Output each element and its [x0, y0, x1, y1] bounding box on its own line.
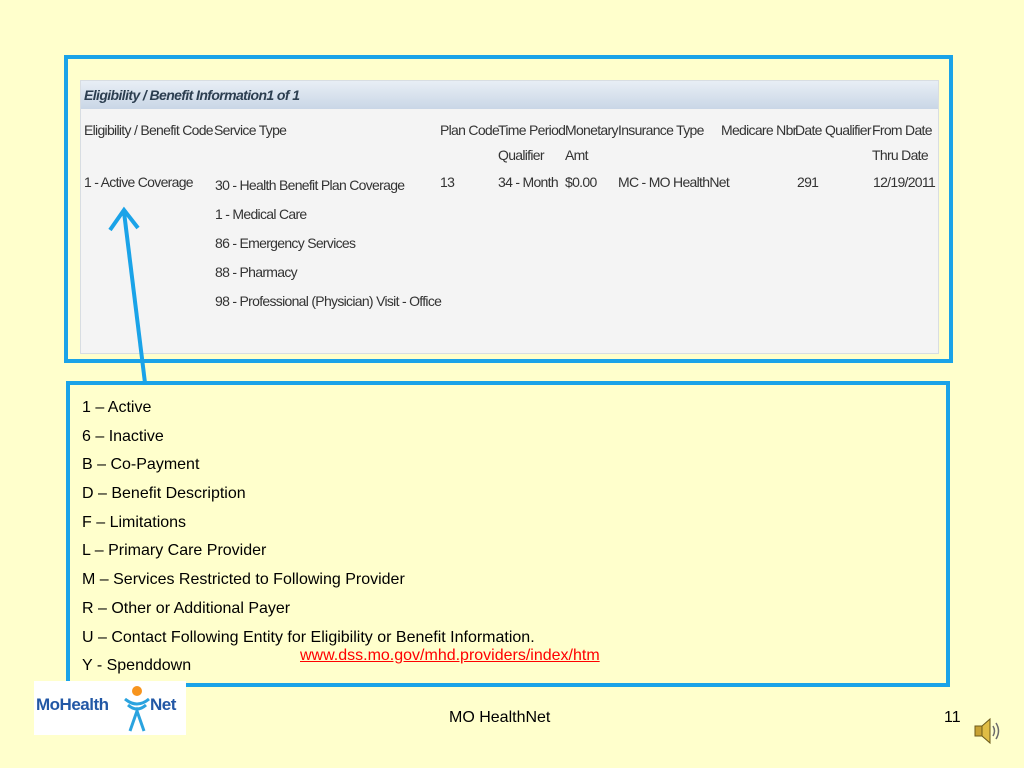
footer-title: MO HealthNet: [449, 709, 551, 726]
legend-item: L – Primary Care Provider: [82, 542, 267, 560]
legend-list: 1 – Active 6 – Inactive B – Co-Payment D…: [82, 394, 535, 681]
legend-item: R – Other or Additional Payer: [82, 599, 291, 617]
service-type-item: 88 - Pharmacy: [215, 264, 298, 280]
cell-date-qualifier: 291: [797, 174, 819, 190]
header-time-period: Time Period: [498, 122, 566, 138]
cell-from-thru-date: 12/19/2011: [873, 174, 936, 190]
service-type-item: 1 - Medical Care: [215, 206, 307, 222]
service-type-item: 86 - Emergency Services: [215, 235, 356, 251]
status-code-legend: 1 – Active 6 – Inactive B – Co-Payment D…: [66, 381, 950, 687]
service-type-item: 98 - Professional (Physician) Visit - Of…: [215, 293, 442, 309]
logo-text-right: Net: [150, 695, 176, 714]
screenshot-frame: Eligibility / Benefit Information1 of 1 …: [64, 55, 953, 363]
cell-time-period: 34 - Month: [498, 174, 559, 190]
legend-item: D – Benefit Description: [82, 485, 246, 503]
header-plan-code: Plan Code: [440, 122, 500, 138]
eligibility-panel: Eligibility / Benefit Information1 of 1 …: [80, 80, 939, 354]
header-insurance-type: Insurance Type: [618, 122, 704, 138]
page-number: 11: [944, 709, 961, 726]
legend-item: B – Co-Payment: [82, 456, 200, 474]
header-time-period-qualifier: Qualifier: [498, 147, 545, 163]
cell-eligibility-code: 1 - Active Coverage: [84, 174, 194, 190]
legend-item: U – Contact Following Entity for Eligibi…: [82, 628, 535, 646]
header-date-qualifier: Date Qualifier: [795, 122, 871, 138]
legend-item: Y - Spenddown: [82, 657, 192, 675]
cell-plan-code: 13: [440, 174, 455, 190]
legend-item: F – Limitations: [82, 513, 187, 531]
cell-insurance-type: MC - MO HealthNet: [618, 174, 730, 190]
panel-title: Eligibility / Benefit Information1 of 1: [81, 81, 938, 109]
header-from-date: From Date: [872, 122, 933, 138]
legend-item: 1 – Active: [82, 399, 152, 416]
speaker-icon[interactable]: [972, 715, 1002, 747]
service-type-item: 30 - Health Benefit Plan Coverage: [215, 177, 405, 193]
logo-text-left: MoHealth: [36, 695, 109, 714]
header-eligibility-code: Eligibility / Benefit Code: [84, 122, 214, 138]
header-medicare-nbr: Medicare Nbr: [721, 122, 797, 138]
legend-item: 6 – Inactive: [82, 427, 164, 445]
providers-link[interactable]: www.dss.mo.gov/mhd.providers/index/htm: [300, 647, 600, 664]
cell-monetary-amt: $0.00: [565, 174, 597, 190]
legend-item: M – Services Restricted to Following Pro…: [82, 571, 405, 589]
header-monetary: Monetary: [565, 122, 618, 138]
header-service-type: Service Type: [214, 122, 287, 138]
logo-figure-icon: [124, 686, 150, 732]
header-thru-date: Thru Date: [872, 147, 929, 163]
header-monetary-amt: Amt: [565, 147, 588, 163]
mohealthnet-logo: MoHealth Net: [34, 681, 186, 735]
